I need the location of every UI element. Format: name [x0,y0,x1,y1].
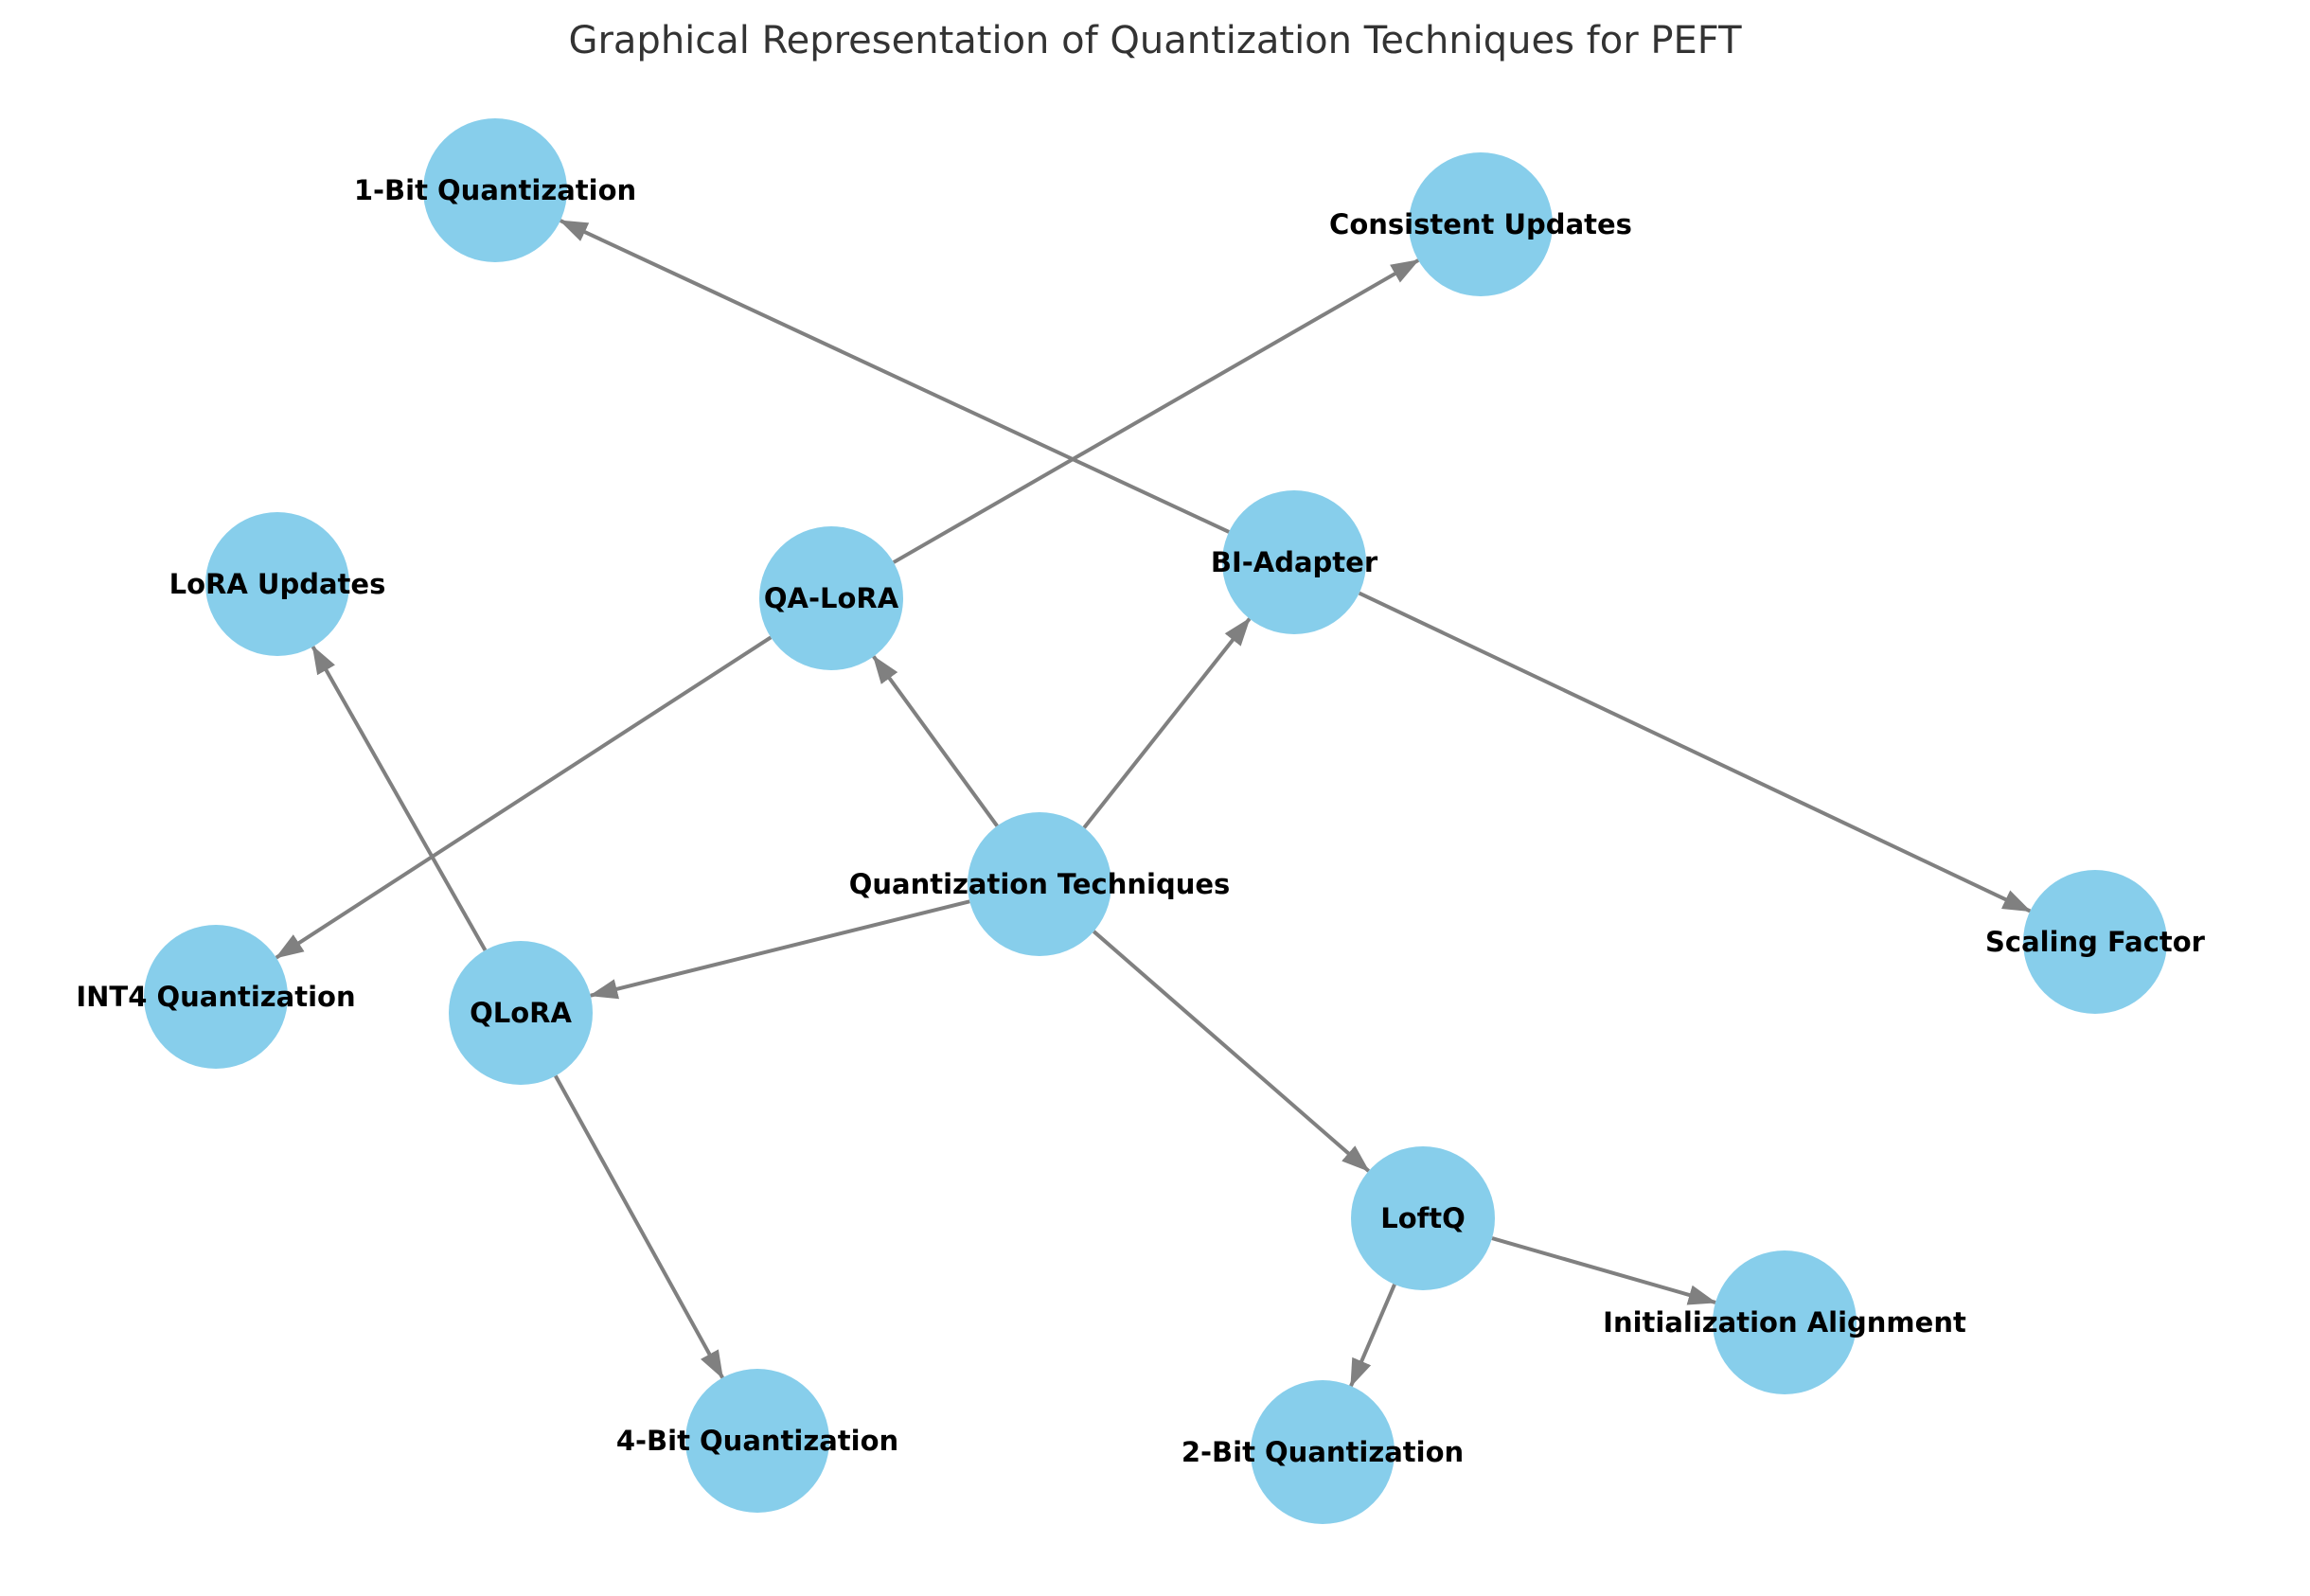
node-label-scaling-factor: Scaling Factor [1985,926,2206,958]
node-loftq [1351,1146,1495,1290]
edge-quantization-techniques-to-qlora [589,899,970,1000]
node-1-bit-quantization [423,118,567,262]
node-initialization-alignment [1713,1250,1857,1394]
edge-bi-adapter-to-1-bit-quantization [559,219,1230,534]
node-label-4-bit-quantization: 4-Bit Quantization [616,1425,898,1457]
node-lora-updates [205,512,349,656]
nodes-layer [144,118,2167,1524]
edge-qlora-to-lora-updates [311,645,488,951]
node-quantization-techniques [968,812,1111,956]
edge-qa-lora-to-int4-quantization [275,635,773,960]
edge-quantization-techniques-to-bi-adapter [1082,617,1252,829]
node-scaling-factor [2023,870,2167,1014]
node-label-consistent-updates: Consistent Updates [1329,208,1632,240]
node-int4-quantization [144,925,288,1069]
node-label-qa-lora: QA-LoRA [764,582,899,614]
edge-bi-adapter-to-scaling-factor [1358,591,2032,913]
edge-loftq-to-2-bit-quantization [1349,1284,1396,1388]
node-label-loftq: LoftQ [1380,1202,1466,1234]
node-label-int4-quantization: INT4 Quantization [76,981,355,1013]
node-4-bit-quantization [685,1369,829,1513]
node-2-bit-quantization [1251,1380,1395,1524]
edges-layer [275,219,2032,1388]
node-label-quantization-techniques: Quantization Techniques [849,868,1231,900]
node-label-lora-updates: LoRA Updates [169,568,386,600]
edge-quantization-techniques-to-qa-lora [872,655,999,827]
node-label-initialization-alignment: Initialization Alignment [1603,1306,1966,1339]
node-qa-lora [759,526,903,670]
node-qlora [449,941,593,1085]
chart-title: Graphical Representation of Quantization… [568,19,1742,62]
node-consistent-updates [1409,152,1553,296]
node-label-qlora: QLoRA [470,997,572,1029]
edge-qlora-to-4-bit-quantization [554,1074,724,1379]
edge-loftq-to-initialization-alignment [1491,1236,1717,1305]
node-bi-adapter [1222,490,1366,634]
node-label-1-bit-quantization: 1-Bit Quantization [354,174,636,206]
node-label-2-bit-quantization: 2-Bit Quantization [1182,1436,1464,1468]
node-label-bi-adapter: BI-Adapter [1211,546,1378,578]
edge-quantization-techniques-to-loftq [1092,930,1371,1173]
edge-qa-lora-to-consistent-updates [892,258,1420,564]
